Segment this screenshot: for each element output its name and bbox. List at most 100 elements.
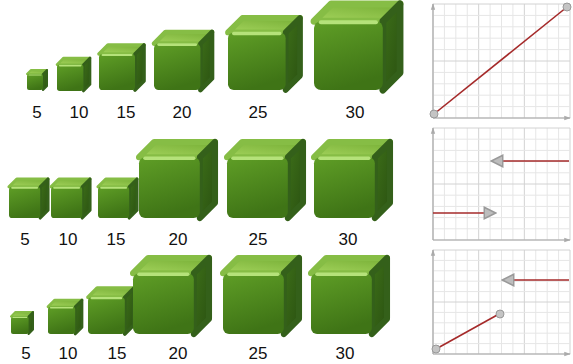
green-cube [27, 70, 47, 90]
cube-illustrations [9, 4, 400, 334]
grid-line [433, 83, 570, 84]
grid-line [433, 206, 570, 207]
cube-highlight [54, 187, 79, 189]
cube-highlight [51, 307, 73, 309]
size-label: 20 [169, 345, 188, 362]
cube-highlight [320, 156, 369, 160]
green-cube [57, 58, 90, 91]
cube-front [9, 187, 40, 218]
green-cube [314, 142, 390, 218]
cube-side [286, 18, 300, 90]
cube-highlight [12, 187, 37, 189]
grid-line [433, 291, 570, 292]
grid-line [433, 250, 434, 354]
cube-front [311, 273, 372, 334]
green-cube [9, 179, 48, 218]
cube-highlight [229, 272, 278, 276]
y-axis [432, 250, 433, 354]
green-cube [314, 4, 400, 90]
green-cube [311, 258, 387, 334]
size-label: 30 [336, 345, 355, 362]
grid-line [433, 240, 570, 241]
grid-line [433, 26, 570, 27]
y-axis [432, 128, 433, 240]
y-axis [432, 4, 433, 118]
cube-highlight [92, 297, 121, 299]
curve-segment [508, 279, 569, 281]
green-cube [11, 312, 33, 334]
size-label: 5 [21, 345, 30, 362]
cube-highlight [234, 32, 280, 35]
cube-highlight [60, 65, 81, 67]
grid-line [433, 106, 570, 107]
cube-side [194, 258, 209, 334]
grid-line [433, 302, 570, 303]
grid-line [433, 38, 570, 39]
graph-panel [433, 4, 570, 118]
curve-segment [497, 160, 569, 162]
size-label: 10 [70, 104, 89, 121]
grid-line [433, 228, 570, 229]
cube-highlight [145, 156, 194, 160]
cube-front [51, 187, 82, 218]
cube-side [29, 312, 33, 334]
key-point [496, 310, 504, 318]
cube-side [135, 45, 144, 90]
cube-side [383, 4, 400, 90]
cube-front [11, 316, 29, 334]
grid-line [433, 15, 570, 16]
size-label: 30 [339, 231, 358, 248]
curve-segment [434, 7, 567, 114]
size-label: 10 [59, 231, 78, 248]
size-label: 25 [249, 231, 268, 248]
grid-line [433, 49, 570, 50]
cube-side [375, 142, 390, 218]
size-label: 15 [107, 231, 126, 248]
cube-front [27, 74, 43, 90]
size-label: 25 [249, 345, 268, 362]
cube-side [288, 142, 303, 218]
grid-line [433, 118, 570, 119]
cube-front [98, 187, 129, 218]
key-point [432, 345, 440, 353]
cube-highlight [139, 272, 188, 276]
grid-line [433, 4, 434, 118]
cube-side [200, 142, 215, 218]
cube-front [133, 273, 194, 334]
size-label: 20 [173, 104, 192, 121]
grid-line [433, 333, 570, 334]
cube-side [43, 70, 47, 90]
cube-front [139, 157, 200, 218]
size-label: 30 [346, 104, 365, 121]
grid-line [433, 172, 570, 173]
cube-front [154, 44, 200, 90]
curve-segment [433, 212, 490, 214]
cube-front [48, 307, 75, 334]
cube-side [372, 258, 387, 334]
green-cube [133, 258, 209, 334]
cube-highlight [13, 317, 27, 318]
cube-front [88, 297, 125, 334]
x-axis [433, 239, 570, 240]
size-label: 5 [20, 231, 29, 248]
key-point [563, 3, 571, 11]
size-label: 20 [169, 231, 188, 248]
cube-side [40, 179, 48, 218]
cube-highlight [233, 156, 282, 160]
grid-line [433, 322, 570, 323]
graph-panel [433, 250, 570, 354]
grid-line [433, 128, 434, 240]
size-label: 10 [59, 345, 78, 362]
cube-highlight [29, 74, 41, 75]
grid-line [433, 260, 570, 261]
cube-highlight [159, 43, 196, 46]
green-cube [51, 179, 90, 218]
green-cube [227, 142, 303, 218]
graph-panel [433, 128, 570, 240]
grid-line [433, 184, 570, 185]
green-cube [154, 32, 212, 90]
size-label: 15 [108, 345, 127, 362]
cube-front [223, 273, 284, 334]
green-cube [99, 45, 144, 90]
